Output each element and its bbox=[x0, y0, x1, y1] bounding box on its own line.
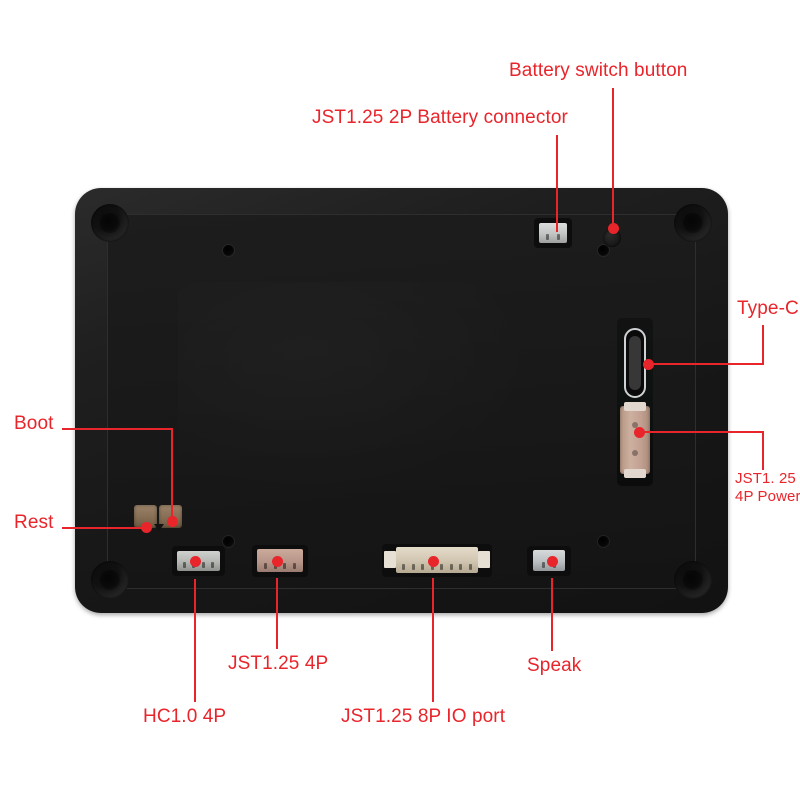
io-connector-tab-right bbox=[478, 551, 490, 568]
power-connector-tab-top bbox=[624, 402, 646, 411]
mounting-hole-bottom-right bbox=[674, 561, 712, 599]
leader-type-c-horizontal bbox=[646, 363, 764, 365]
mounting-hole-bottom-left bbox=[91, 561, 129, 599]
leader-rest-horizontal bbox=[62, 527, 147, 529]
callout-label-io-8p: JST1.25 8P IO port bbox=[341, 706, 506, 727]
leader-io-8p bbox=[432, 578, 434, 702]
callout-label-power-4p-line1: JST1. 25 bbox=[735, 470, 796, 487]
type-c-port-cavity bbox=[629, 336, 641, 390]
leader-dot-boot bbox=[166, 515, 178, 527]
callout-label-rest: Rest bbox=[14, 512, 54, 533]
rest-button[interactable] bbox=[134, 505, 157, 528]
callout-label-jst-4p: JST1.25 4P bbox=[228, 653, 329, 674]
leader-dot-battery-switch bbox=[607, 222, 619, 234]
callout-label-boot: Boot bbox=[14, 413, 54, 434]
leader-dot-jst-4p bbox=[271, 555, 283, 567]
io-connector-tab-left bbox=[384, 551, 396, 568]
leader-dot-power-4p bbox=[633, 426, 645, 438]
screw-hole-top-right bbox=[598, 245, 609, 256]
screw-hole-bottom-left bbox=[223, 536, 234, 547]
leader-hc10-4p bbox=[194, 579, 196, 702]
leader-battery-switch bbox=[612, 88, 614, 228]
power-connector-pin-1 bbox=[632, 422, 638, 428]
jst-2p-battery-connector[interactable] bbox=[534, 218, 572, 248]
callout-label-battery-connector: JST1.25 2P Battery connector bbox=[312, 107, 568, 128]
leader-dot-io-8p bbox=[427, 555, 439, 567]
leader-dot-rest bbox=[140, 521, 152, 533]
boot-rest-arrow-marker bbox=[154, 524, 164, 531]
callout-label-hc10-4p: HC1.0 4P bbox=[143, 706, 227, 727]
callout-label-type-c: Type-C bbox=[737, 298, 799, 319]
callout-label-speak: Speak bbox=[527, 655, 582, 676]
right-edge-port-strip bbox=[617, 318, 653, 486]
leader-boot-vertical bbox=[171, 428, 173, 521]
leader-battery-connector bbox=[556, 135, 558, 232]
leader-power-4p-horizontal bbox=[637, 431, 764, 433]
callout-label-power-4p-line2: 4P Power bbox=[735, 488, 800, 505]
screw-hole-top-left bbox=[223, 245, 234, 256]
leader-jst-4p bbox=[276, 578, 278, 649]
battery-switch-button[interactable] bbox=[603, 229, 621, 247]
device-board bbox=[75, 188, 728, 613]
jst-4p-power-connector[interactable] bbox=[620, 402, 650, 478]
leader-boot-horizontal bbox=[62, 428, 173, 430]
mounting-hole-top-right bbox=[674, 204, 712, 242]
panel-sheen bbox=[178, 282, 543, 499]
jst-8p-io-connector[interactable] bbox=[382, 544, 492, 577]
leader-dot-hc10-4p bbox=[189, 555, 201, 567]
leader-speak bbox=[551, 578, 553, 651]
leader-power-4p-vertical bbox=[762, 432, 764, 470]
callout-label-battery-switch: Battery switch button bbox=[509, 60, 688, 81]
power-connector-tab-bottom bbox=[624, 469, 646, 478]
mounting-hole-top-left bbox=[91, 204, 129, 242]
battery-connector-pins bbox=[539, 233, 567, 240]
battery-connector-housing bbox=[539, 223, 567, 243]
power-connector-pin-2 bbox=[632, 450, 638, 456]
screw-hole-bottom-right bbox=[598, 536, 609, 547]
leader-dot-type-c bbox=[642, 358, 654, 370]
leader-type-c-vertical bbox=[762, 325, 764, 364]
board-inner-panel bbox=[107, 214, 696, 589]
leader-dot-speak bbox=[546, 555, 558, 567]
io-connector-pins bbox=[396, 563, 478, 570]
